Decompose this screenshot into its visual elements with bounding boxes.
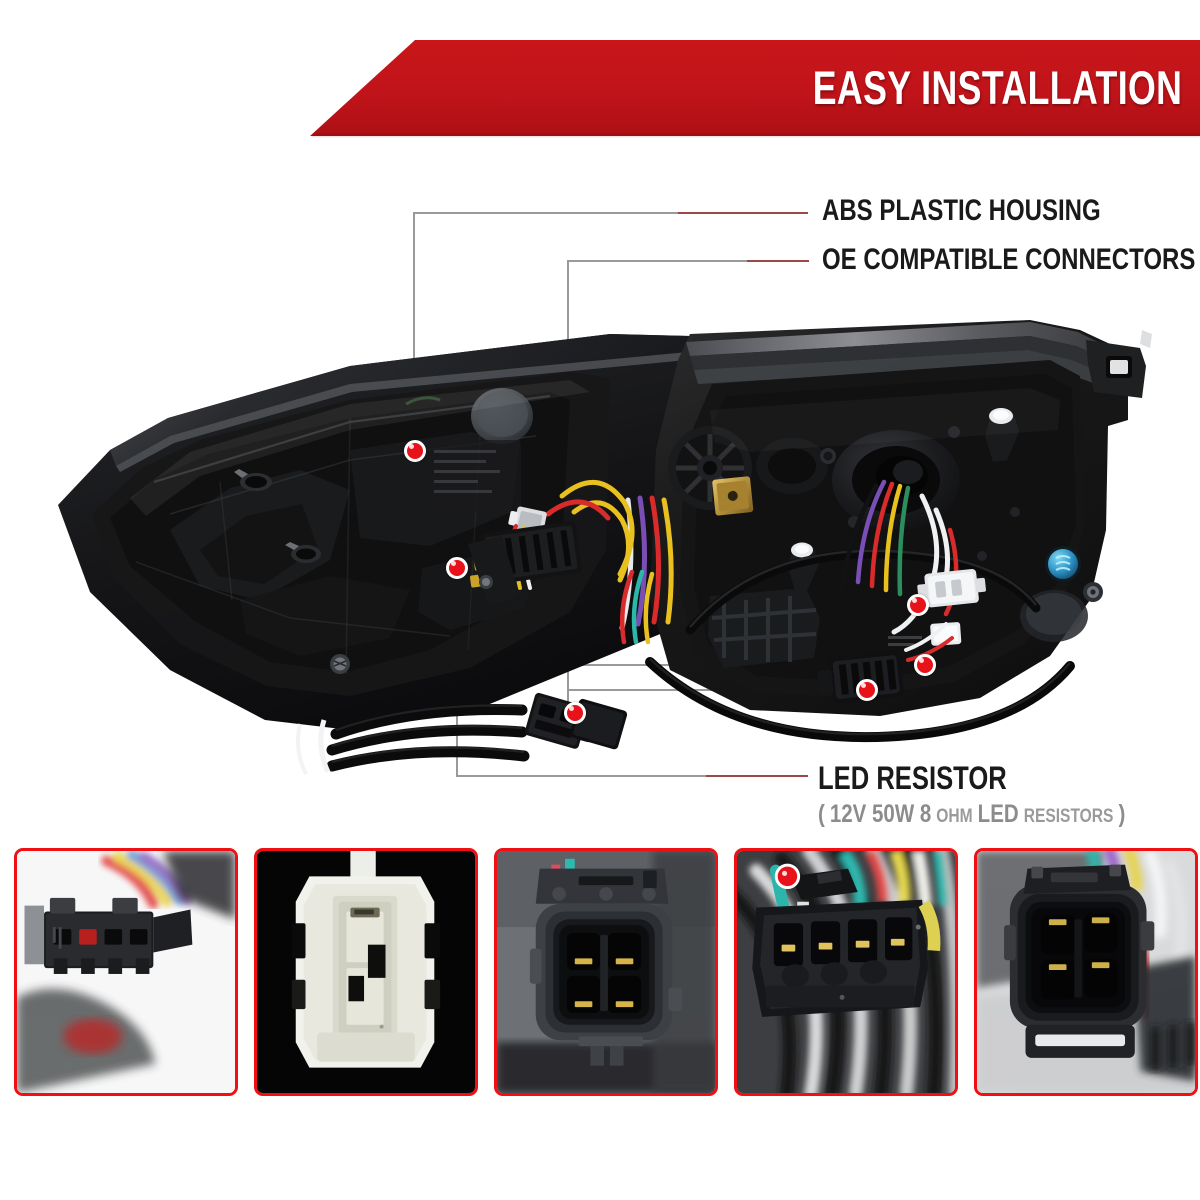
- callout-label-oe-compatible-connectors: OE COMPATIBLE CONNECTORS: [822, 243, 1196, 276]
- thumbnail-strip: [0, 848, 1200, 1104]
- thumbnail-oe-four-pin-female[interactable]: [494, 848, 718, 1096]
- sublabel-paren-close: ): [1118, 800, 1126, 828]
- thumbnail-inline-four-pin-male[interactable]: [734, 848, 958, 1096]
- thumbnail-resistor-connector[interactable]: [14, 848, 238, 1096]
- marker-oe-connector-bottom-left: [564, 702, 586, 724]
- leader-line-oe-horizontal: [567, 260, 747, 262]
- leader-line-abs-vertical: [413, 213, 415, 450]
- sublabel-ohm: OHM: [936, 806, 973, 827]
- marker-oe-connector-right-lower: [914, 654, 936, 676]
- thumbnail-white-bulb-socket[interactable]: [254, 848, 478, 1096]
- header-banner: EASY INSTALLATION: [0, 0, 1200, 160]
- banner-shape: [310, 40, 1200, 136]
- callout-label-led-resistor: LED RESISTOR: [818, 760, 1007, 796]
- callout-sublabel-led-resistor: ( 12V 50W 8 OHM LED RESISTORS ): [818, 800, 1125, 829]
- marker-abs-plastic-housing: [404, 440, 426, 462]
- marker-oe-connector-right-upper: [907, 594, 929, 616]
- leader-line-abs-horizontal: [413, 212, 678, 214]
- marker-led-resistor: [446, 557, 468, 579]
- leader-line-oe-horizontal-red: [747, 260, 809, 262]
- leader-line-abs-horizontal-red: [678, 212, 808, 214]
- banner-shadow: [310, 133, 1200, 138]
- callout-label-abs-plastic-housing: ABS PLASTIC HOUSING: [822, 194, 1101, 227]
- sublabel-resistors: RESISTORS: [1023, 806, 1114, 827]
- sublabel-paren-open: (: [818, 800, 825, 828]
- page-title: EASY INSTALLATION: [812, 61, 1182, 114]
- marker-oe-connector-center-lower: [856, 679, 878, 701]
- sublabel-led: LED: [977, 800, 1019, 828]
- thumbnail-oe-four-pin-male[interactable]: [974, 848, 1198, 1096]
- sublabel-spec: 12V 50W 8: [829, 800, 932, 828]
- headlight-assembly-image: [50, 300, 1160, 780]
- leader-line-led-horizontal-red: [706, 775, 808, 777]
- leader-line-led-horizontal: [456, 775, 706, 777]
